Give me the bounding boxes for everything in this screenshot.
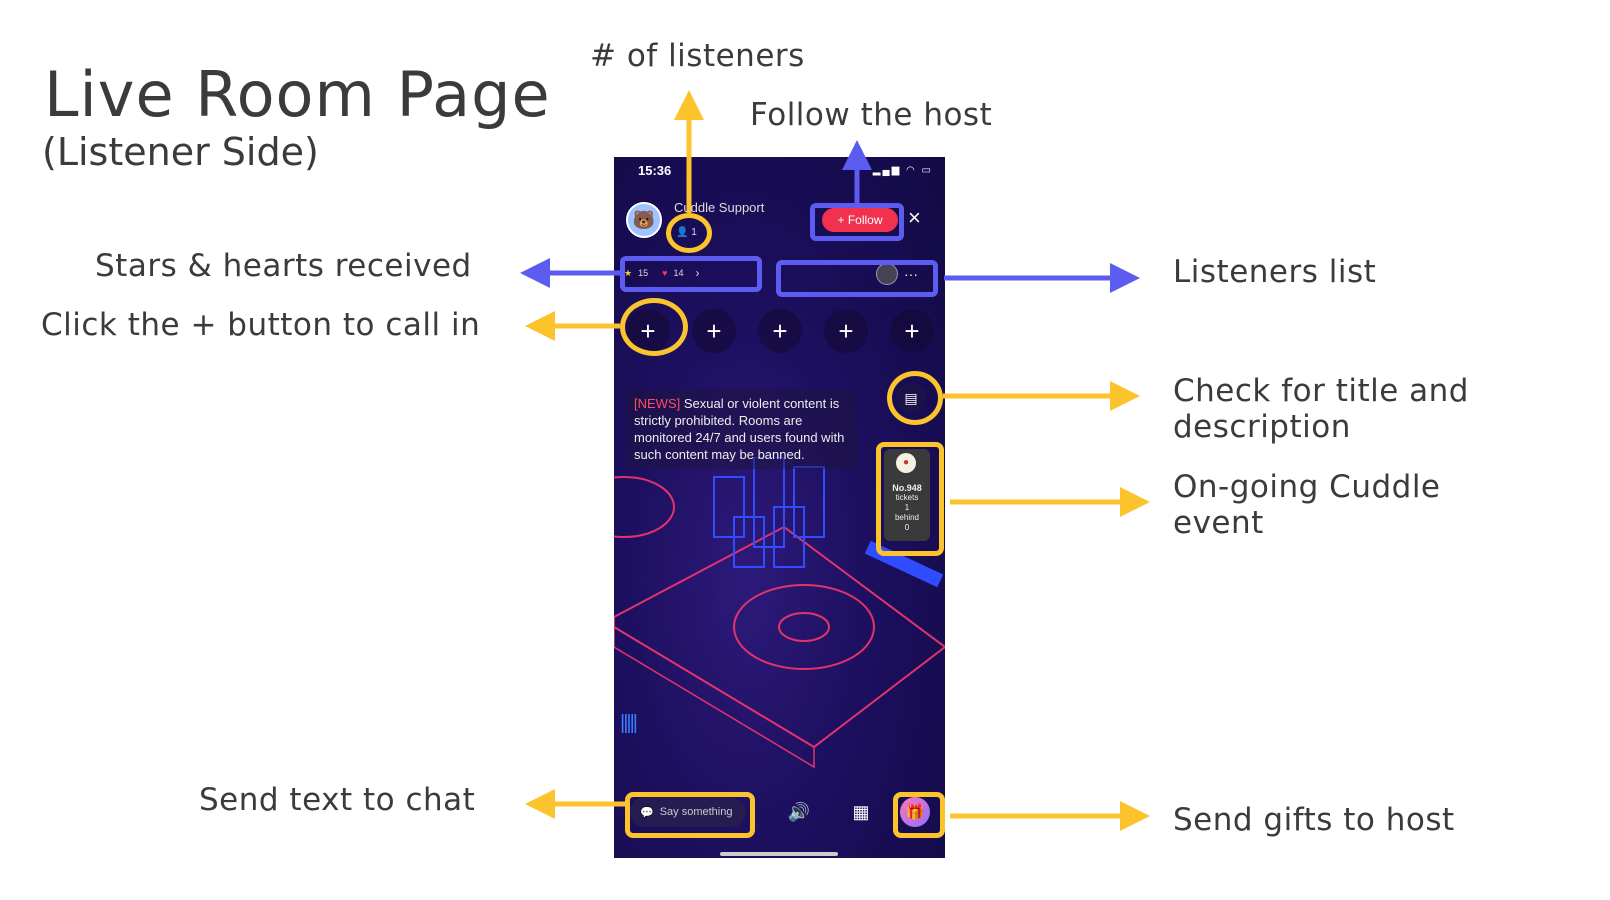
label-title-desc: Check for title and description [1173, 373, 1469, 445]
label-listeners-count: # of listeners [590, 38, 805, 74]
chat-bubble-icon: 💬 [640, 806, 654, 819]
behind-value: 0 [904, 523, 910, 532]
highlight-gift [893, 792, 945, 838]
highlight-chat [625, 792, 755, 838]
label-stars-hearts: Stars & hearts received [95, 248, 472, 284]
behind-label: behind [894, 513, 920, 522]
grid-menu-icon[interactable]: ▦ [846, 797, 876, 827]
star-icon: ★ [624, 267, 633, 278]
highlight-listeners-list [776, 260, 938, 297]
label-chat: Send text to chat [199, 782, 476, 818]
home-indicator [720, 852, 838, 856]
label-event: On-going Cuddle event [1173, 469, 1441, 541]
chat-input[interactable]: 💬Say something [630, 797, 746, 827]
call-in-seat-2[interactable]: + [692, 309, 736, 353]
status-time: 15:36 [638, 163, 672, 178]
label-call-in: Click the + button to call in [41, 307, 481, 343]
call-in-seat-4[interactable]: + [824, 309, 868, 353]
slide-title: Live Room Page [44, 58, 551, 131]
close-icon[interactable]: × [908, 205, 921, 230]
tickets-value: 1 [904, 503, 910, 512]
call-in-seat-3[interactable]: + [758, 309, 802, 353]
highlight-call-in [620, 298, 688, 356]
label-follow: Follow the host [750, 97, 993, 133]
heart-icon: ♥ [662, 268, 668, 278]
host-avatar[interactable]: 🐻 [626, 202, 662, 238]
host-name: Cuddle Support [674, 200, 765, 215]
sound-wave-icon: ||||| [620, 712, 638, 734]
event-badge-icon: ● [896, 453, 916, 473]
gift-icon[interactable]: 🎁 [900, 797, 930, 827]
call-in-seat-5[interactable]: + [890, 309, 934, 353]
news-banner: [NEWS] Sexual or violent content is stri… [626, 389, 858, 469]
speaker-icon[interactable]: 🔊 [784, 797, 814, 827]
highlight-follow [810, 203, 904, 241]
highlight-info [887, 371, 943, 425]
highlight-event [876, 442, 944, 556]
tickets-label: tickets [895, 493, 919, 502]
label-listeners-list: Listeners list [1173, 254, 1377, 290]
slide-subtitle: (Listener Side) [42, 130, 319, 174]
cuddle-event-widget[interactable]: ● No.948 tickets 1 behind 0 [884, 449, 930, 541]
event-number: No.948 [892, 483, 922, 493]
chevron-right-icon: › [695, 266, 700, 280]
more-icon[interactable]: ··· [904, 266, 918, 282]
status-icons: ▂▄▆ ◠ ▭ [872, 165, 933, 176]
follow-button[interactable]: + Follow [822, 208, 898, 232]
stars-hearts-panel[interactable]: ★15 ♥14 › [624, 266, 700, 280]
highlight-stars-hearts [620, 256, 762, 292]
label-gifts: Send gifts to host [1173, 802, 1455, 838]
highlight-listeners-count [666, 213, 712, 253]
